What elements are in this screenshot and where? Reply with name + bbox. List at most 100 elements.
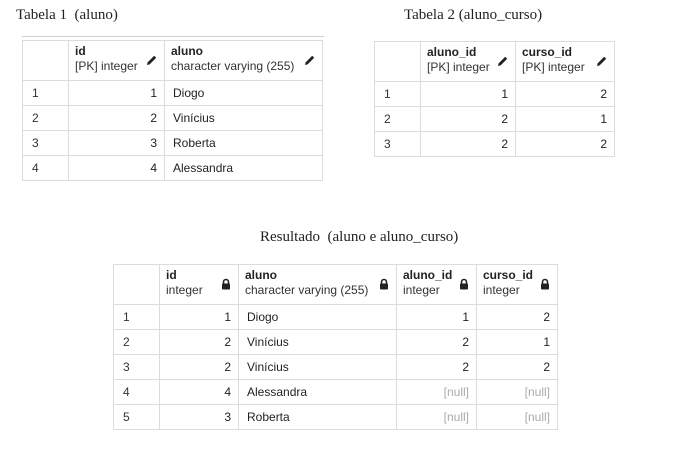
cell-id[interactable]: 3 [159,404,239,430]
column-name: curso_id [522,45,573,59]
cell-aluno[interactable]: Vinícius [238,354,397,380]
column-name: id [166,268,177,282]
row-number: 2 [22,105,69,131]
column-type: integer [483,283,520,297]
cell-curso-id[interactable]: 2 [515,131,615,157]
row-number: 4 [22,155,69,181]
column-header-aluno[interactable]: aluno character varying (255) [238,264,397,305]
cell-aluno[interactable]: Roberta [238,404,397,430]
row-number: 3 [113,354,160,380]
cell-curso-id[interactable]: 2 [476,354,558,380]
cell-id[interactable]: 2 [159,354,239,380]
table-row[interactable]: 4 4 Alessandra [null] [null] [113,379,558,405]
table2-caption: Tabela 2 (aluno_curso) [404,7,543,23]
column-header-curso-id[interactable]: curso_id integer [476,264,558,305]
row-number-header [113,264,160,305]
cell-curso-id[interactable]: 2 [515,81,615,107]
cell-curso-id-null[interactable]: [null] [476,404,558,430]
cell-aluno-id[interactable]: 1 [396,304,477,330]
pencil-icon[interactable] [146,54,158,66]
row-number: 3 [374,131,421,157]
lock-icon [541,278,549,290]
row-number-header [374,41,421,82]
column-header-id[interactable]: id integer [159,264,239,305]
cell-id[interactable]: 3 [68,130,165,156]
table2-grid: aluno_id [PK] integer curso_id [PK] inte… [374,41,615,157]
row-number: 5 [113,404,160,430]
result-grid: id integer aluno character varying (255)… [113,264,558,430]
cell-aluno-id[interactable]: 2 [420,106,516,132]
table1-grid: id [PK] integer aluno character varying … [22,40,323,181]
column-type: character varying (255) [245,283,369,297]
cell-aluno-id-null[interactable]: [null] [396,379,477,405]
column-name: id [75,44,86,58]
pencil-icon[interactable] [304,54,316,66]
row-number: 1 [22,80,69,106]
cell-aluno-id[interactable]: 2 [396,354,477,380]
cell-id[interactable]: 1 [68,80,165,106]
column-name: curso_id [483,268,534,282]
column-header-id[interactable]: id [PK] integer [68,40,165,81]
row-number: 2 [113,329,160,355]
row-number: 1 [113,304,160,330]
column-header-aluno[interactable]: aluno character varying (255) [164,40,323,81]
cell-aluno[interactable]: Alessandra [238,379,397,405]
cell-id[interactable]: 2 [68,105,165,131]
pencil-icon[interactable] [497,55,509,67]
pencil-icon[interactable] [596,55,608,67]
lock-icon [460,278,468,290]
table-row[interactable]: 2 2 Vinícius 2 1 [113,329,558,355]
table-row[interactable]: 3 3 Roberta [22,130,323,156]
column-type: [PK] integer [427,60,490,74]
cell-curso-id[interactable]: 1 [515,106,615,132]
row-number: 2 [374,106,421,132]
table-row[interactable]: 2 2 Vinícius [22,105,323,131]
column-type: [PK] integer [522,60,585,74]
column-name: aluno_id [403,268,453,282]
cell-curso-id-null[interactable]: [null] [476,379,558,405]
row-number: 4 [113,379,160,405]
column-name: aluno_id [427,45,477,59]
column-type: integer [166,283,203,297]
column-type: integer [403,283,440,297]
cell-id[interactable]: 4 [68,155,165,181]
cell-aluno[interactable]: Vinícius [238,329,397,355]
cell-curso-id[interactable]: 2 [476,304,558,330]
column-name: aluno [171,44,203,58]
cell-aluno[interactable]: Vinícius [164,105,323,131]
row-number-header [22,40,69,81]
cell-aluno[interactable]: Alessandra [164,155,323,181]
table-row[interactable]: 3 2 2 [374,131,615,157]
table-row[interactable]: 2 2 1 [374,106,615,132]
lock-icon [380,278,388,290]
table-row[interactable]: 4 4 Alessandra [22,155,323,181]
cell-aluno[interactable]: Diogo [164,80,323,106]
column-name: aluno [245,268,277,282]
table1-caption: Tabela 1 (aluno) [16,7,118,23]
table-row[interactable]: 1 1 Diogo [22,80,323,106]
cell-aluno[interactable]: Roberta [164,130,323,156]
cell-aluno[interactable]: Diogo [238,304,397,330]
table-row[interactable]: 1 1 2 [374,81,615,107]
cell-curso-id[interactable]: 1 [476,329,558,355]
cell-id[interactable]: 2 [159,329,239,355]
table-row[interactable]: 5 3 Roberta [null] [null] [113,404,558,430]
cell-id[interactable]: 4 [159,379,239,405]
cell-aluno-id-null[interactable]: [null] [396,404,477,430]
column-type: [PK] integer [75,59,138,73]
cell-aluno-id[interactable]: 1 [420,81,516,107]
cell-aluno-id[interactable]: 2 [396,329,477,355]
cell-aluno-id[interactable]: 2 [420,131,516,157]
column-header-curso-id[interactable]: curso_id [PK] integer [515,41,615,82]
column-header-aluno-id[interactable]: aluno_id [PK] integer [420,41,516,82]
table-row[interactable]: 3 2 Vinícius 2 2 [113,354,558,380]
table-row[interactable]: 1 1 Diogo 1 2 [113,304,558,330]
table1-scroll-edge [22,36,324,37]
column-header-aluno-id[interactable]: aluno_id integer [396,264,477,305]
row-number: 1 [374,81,421,107]
cell-id[interactable]: 1 [159,304,239,330]
column-type: character varying (255) [171,59,295,73]
lock-icon [222,278,230,290]
result-caption: Resultado (aluno e aluno_curso) [260,229,459,245]
row-number: 3 [22,130,69,156]
